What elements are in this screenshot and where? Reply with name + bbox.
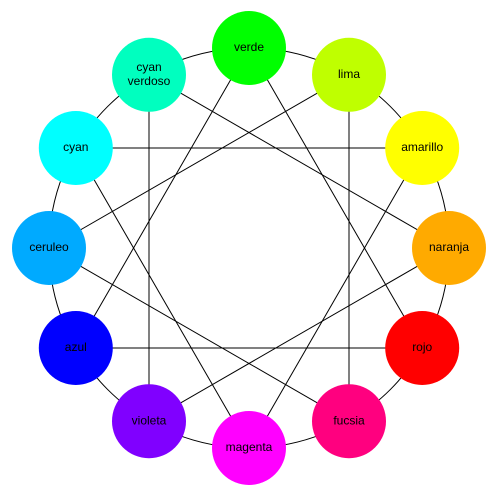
chord-verde-rojo [248, 47, 423, 349]
color-circle-naranja [412, 211, 486, 285]
node-label-amarillo: amarillo [401, 140, 443, 154]
color-node-rojo: rojo [385, 311, 460, 385]
node-label-cyan-verdoso-line-1: cyan [136, 60, 161, 74]
color-circle-ceruleo [12, 211, 86, 285]
color-node-cyan: cyan [38, 111, 113, 185]
node-label-azul: azul [65, 340, 87, 354]
node-label-magenta: magenta [226, 440, 273, 454]
color-node-lima: lima [312, 37, 386, 112]
ring-layer [48, 47, 450, 449]
outer-ring [48, 47, 450, 449]
color-circle-lima [312, 37, 386, 112]
chord-magenta-cyan [75, 147, 250, 449]
color-node-violeta: violeta [112, 384, 186, 459]
chord-layer [48, 47, 450, 449]
node-label-violeta: violeta [132, 413, 167, 427]
color-node-naranja: naranja [412, 211, 486, 285]
chord-verde-azul [75, 47, 250, 349]
chord-naranja-violeta [148, 247, 450, 422]
node-layer: verde lima amarillo naranja rojo fucsia magent… [12, 11, 486, 485]
chord-fucsia-ceruleo [48, 247, 350, 422]
chord-lima-ceruleo [48, 74, 350, 249]
color-node-azul: azul [38, 311, 113, 385]
color-circle-violeta [112, 384, 186, 459]
node-label-lima: lima [338, 67, 360, 81]
color-circle-azul [38, 311, 113, 385]
node-label-fucsia: fucsia [333, 413, 365, 427]
color-circle-cyan [38, 111, 113, 185]
node-label-rojo: rojo [412, 340, 432, 354]
color-circle-verde [212, 11, 286, 85]
color-circle-rojo [385, 311, 460, 385]
node-label-naranja: naranja [429, 240, 469, 254]
node-label-cyan: cyan [63, 140, 88, 154]
chord-naranja-cyan-verdoso [148, 74, 450, 249]
color-circle-magenta [212, 411, 286, 485]
color-node-fucsia: fucsia [312, 384, 386, 459]
color-circle-cyan-verdoso [112, 37, 186, 112]
node-label-ceruleo: ceruleo [29, 240, 69, 254]
color-node-verde: verde [212, 11, 286, 85]
node-label-verde: verde [234, 40, 264, 54]
color-node-magenta: magenta [212, 411, 286, 485]
color-node-ceruleo: ceruleo [12, 211, 86, 285]
color-circle-fucsia [312, 384, 386, 459]
node-label-cyan-verdoso-line-2: verdoso [128, 74, 171, 88]
color-node-amarillo: amarillo [385, 111, 460, 185]
chord-amarillo-magenta [248, 147, 423, 449]
color-circle-amarillo [385, 111, 460, 185]
